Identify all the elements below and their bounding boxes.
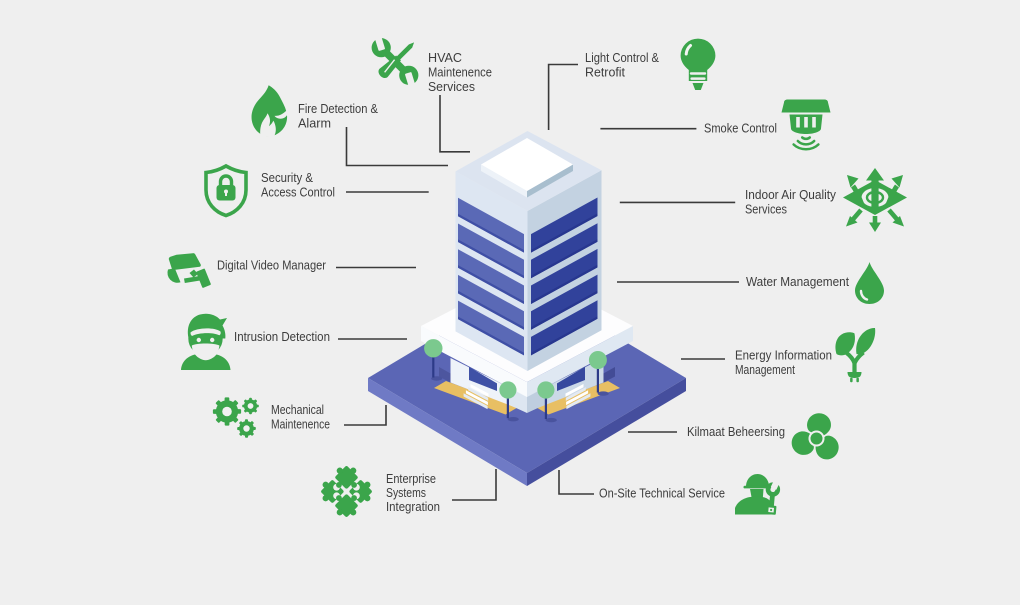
- svg-text:Maintenence: Maintenence: [271, 418, 330, 432]
- svg-text:Fire Detection &: Fire Detection &: [298, 102, 379, 116]
- svg-text:Alarm: Alarm: [298, 117, 331, 131]
- svg-text:Retrofit: Retrofit: [585, 66, 625, 80]
- svg-text:Services: Services: [745, 203, 787, 217]
- svg-text:Intrusion Detection: Intrusion Detection: [234, 330, 330, 344]
- svg-text:Maintenence: Maintenence: [428, 66, 492, 80]
- svg-text:Energy Information: Energy Information: [735, 349, 832, 363]
- svg-text:HVAC: HVAC: [428, 51, 462, 65]
- svg-text:Digital Video Manager: Digital Video Manager: [217, 259, 326, 273]
- svg-text:Mechanical: Mechanical: [271, 403, 324, 417]
- svg-text:Enterprise: Enterprise: [386, 472, 436, 486]
- svg-text:Indoor Air Quality: Indoor Air Quality: [745, 188, 837, 202]
- svg-text:On-Site Technical Service: On-Site Technical Service: [599, 487, 725, 501]
- svg-text:Light Control &: Light Control &: [585, 51, 660, 65]
- svg-text:Smoke Control: Smoke Control: [704, 122, 777, 136]
- svg-text:Access Control: Access Control: [261, 186, 335, 200]
- svg-text:Services: Services: [428, 80, 475, 94]
- svg-text:Management: Management: [735, 363, 795, 377]
- svg-text:Security &: Security &: [261, 171, 314, 185]
- svg-text:Kilmaat Beheersing: Kilmaat Beheersing: [687, 425, 785, 439]
- svg-text:Systems: Systems: [386, 486, 426, 500]
- svg-text:Integration: Integration: [386, 500, 440, 514]
- svg-text:Water Management: Water Management: [746, 275, 849, 289]
